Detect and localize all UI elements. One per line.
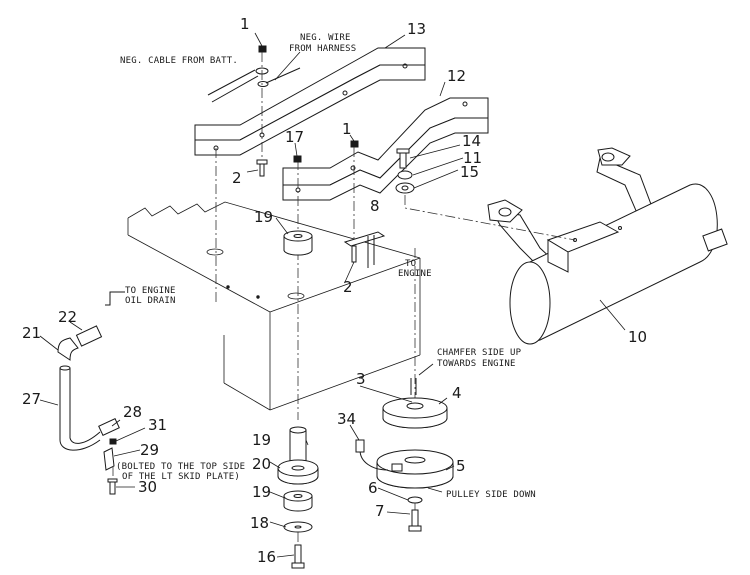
callout-1: 1: [342, 120, 352, 138]
label-oil-drain-2: OIL DRAIN: [125, 296, 176, 306]
callout-13: 13: [407, 20, 426, 38]
callout-1: 1: [240, 15, 250, 33]
callout-18: 18: [250, 514, 269, 532]
callout-17: 17: [285, 128, 304, 146]
callout-6: 6: [368, 479, 378, 497]
callout-3: 3: [356, 370, 366, 388]
label-chamfer-1: CHAMFER SIDE UP: [437, 348, 522, 358]
callout-14: 14: [462, 132, 481, 150]
label-neg-wire-2: FROM HARNESS: [289, 44, 356, 54]
leader-lines: [39, 32, 626, 558]
callout-15: 15: [460, 163, 479, 181]
label-neg-wire-1: NEG. WIRE: [300, 33, 351, 43]
callout-8: 8: [370, 197, 380, 215]
callout-10: 10: [628, 328, 647, 346]
hardware-14-11-15: [395, 148, 415, 194]
callout-19: 19: [252, 431, 271, 449]
callout-29: 29: [140, 441, 159, 459]
callout-31: 31: [148, 416, 167, 434]
callout-numbers: 1 1 2 2 3 4 5 6 7 8 10 11 12 13 14 15 16…: [22, 15, 647, 566]
callout-34: 34: [337, 410, 356, 428]
label-pulley-side: PULLEY SIDE DOWN: [446, 490, 536, 500]
hardware-left: [215, 45, 359, 420]
mount-stack: [277, 426, 319, 569]
clutch-pulley: [355, 248, 454, 532]
muffler-10: [487, 147, 728, 345]
callout-12: 12: [447, 67, 466, 85]
callout-2: 2: [343, 278, 353, 296]
callout-20: 20: [252, 455, 271, 473]
callout-5: 5: [456, 457, 466, 475]
callout-22: 22: [58, 308, 77, 326]
callout-19: 19: [252, 483, 271, 501]
callout-27: 27: [22, 390, 41, 408]
bracket-8: [343, 231, 386, 268]
label-bolted-1: (BOLTED TO THE TOP SIDE: [116, 462, 245, 472]
callout-16: 16: [257, 548, 276, 566]
label-to-engine-1: TO: [405, 259, 416, 269]
callout-19: 19: [254, 208, 273, 226]
frame-outline: [127, 201, 421, 411]
isolator-19-top: [283, 230, 313, 256]
battery-cable: [207, 67, 301, 103]
label-chamfer-2: TOWARDS ENGINE: [437, 359, 516, 369]
label-to-engine-2: ENGINE: [398, 269, 432, 279]
label-oil-drain-1: TO ENGINE: [125, 286, 176, 296]
callout-4: 4: [452, 384, 462, 402]
callout-7: 7: [375, 502, 385, 520]
label-bolted-2: OF THE LT SKID PLATE): [122, 472, 240, 482]
label-neg-cable: NEG. CABLE FROM BATT.: [120, 56, 238, 66]
callout-2: 2: [232, 169, 242, 187]
callout-28: 28: [123, 403, 142, 421]
callout-30: 30: [138, 478, 157, 496]
leader-muffler: [404, 195, 576, 241]
oil-drain-assembly: [57, 291, 125, 495]
callout-11: 11: [463, 149, 482, 167]
callout-21: 21: [22, 324, 41, 342]
